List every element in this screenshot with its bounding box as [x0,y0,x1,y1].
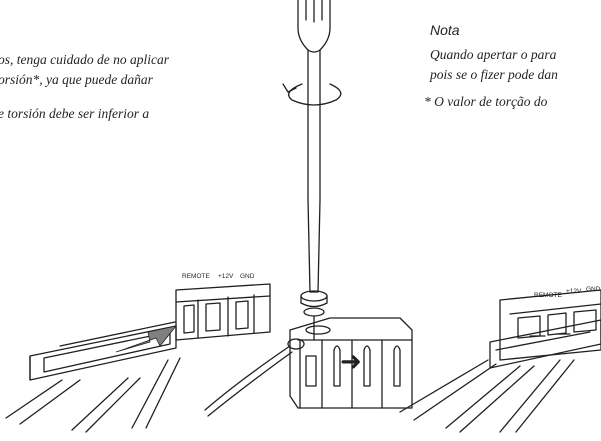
insert-arrow-icon [115,325,178,353]
left-plug-icon [29,321,177,381]
label-12v-left: +12V [218,273,234,280]
rotation-arrow-icon [282,83,342,106]
label-gnd-right: GND [586,286,601,293]
left-wires-icon [5,357,181,433]
label-12v-right: +12V [566,288,582,295]
left-text-line-1: os, tenga cuidado de no aplicar [0,52,169,67]
right-assembled-connector-icon [489,289,601,369]
label-remote-right: REMOTE [534,292,562,299]
screw-icon [300,290,328,341]
note-line-2: pois se o fizer pode dan [430,67,558,82]
next-step-arrow-icon: ➜ [340,347,362,377]
label-gnd-left: GND [240,273,255,280]
right-wires-icon [399,359,575,433]
left-terminal-block-icon [175,283,271,341]
note-line-1: Quando apertar o para [430,47,557,62]
note-title: Nota [430,22,460,38]
note-footnote: * O valor de torção do [424,94,548,109]
terminal-block-icon [289,317,413,409]
left-text-line-2: orsión*, ya que puede dañar [0,72,153,87]
left-text-line-3: e torsión debe ser inferior a [0,106,150,121]
label-remote-left: REMOTE [182,273,210,280]
wire-icon [204,338,305,417]
screwdriver-icon [297,0,331,293]
